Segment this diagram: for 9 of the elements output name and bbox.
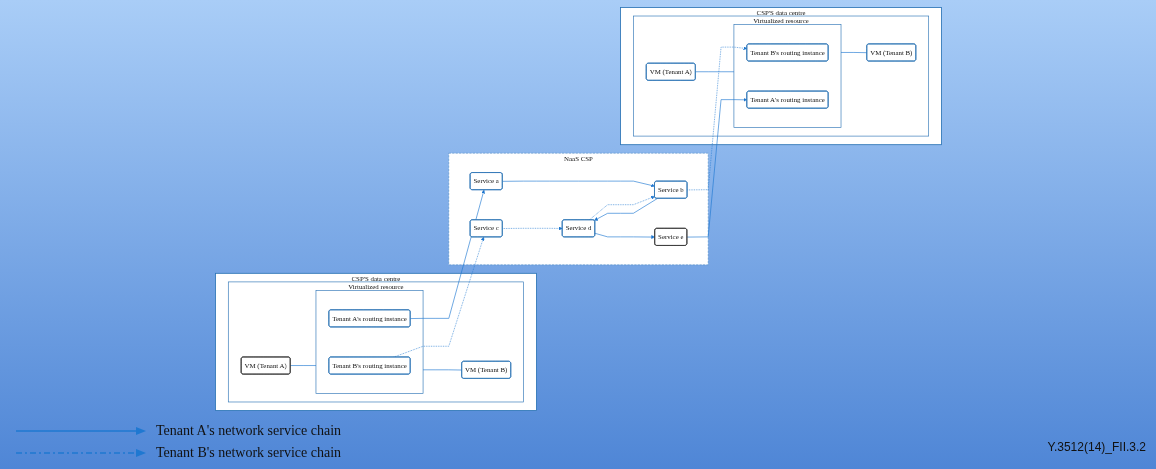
connector: [289, 365, 316, 366]
cluster: [733, 24, 841, 128]
connector: [422, 369, 462, 371]
cluster: [315, 290, 423, 394]
legend-text: Tenant B's network service chain: [156, 445, 342, 461]
figure-id: Y.3512(14)_FII.3.2: [1047, 440, 1146, 454]
connector: [840, 52, 867, 53]
connector: [694, 71, 734, 73]
legend-text: Tenant A's network service chain: [156, 423, 342, 439]
